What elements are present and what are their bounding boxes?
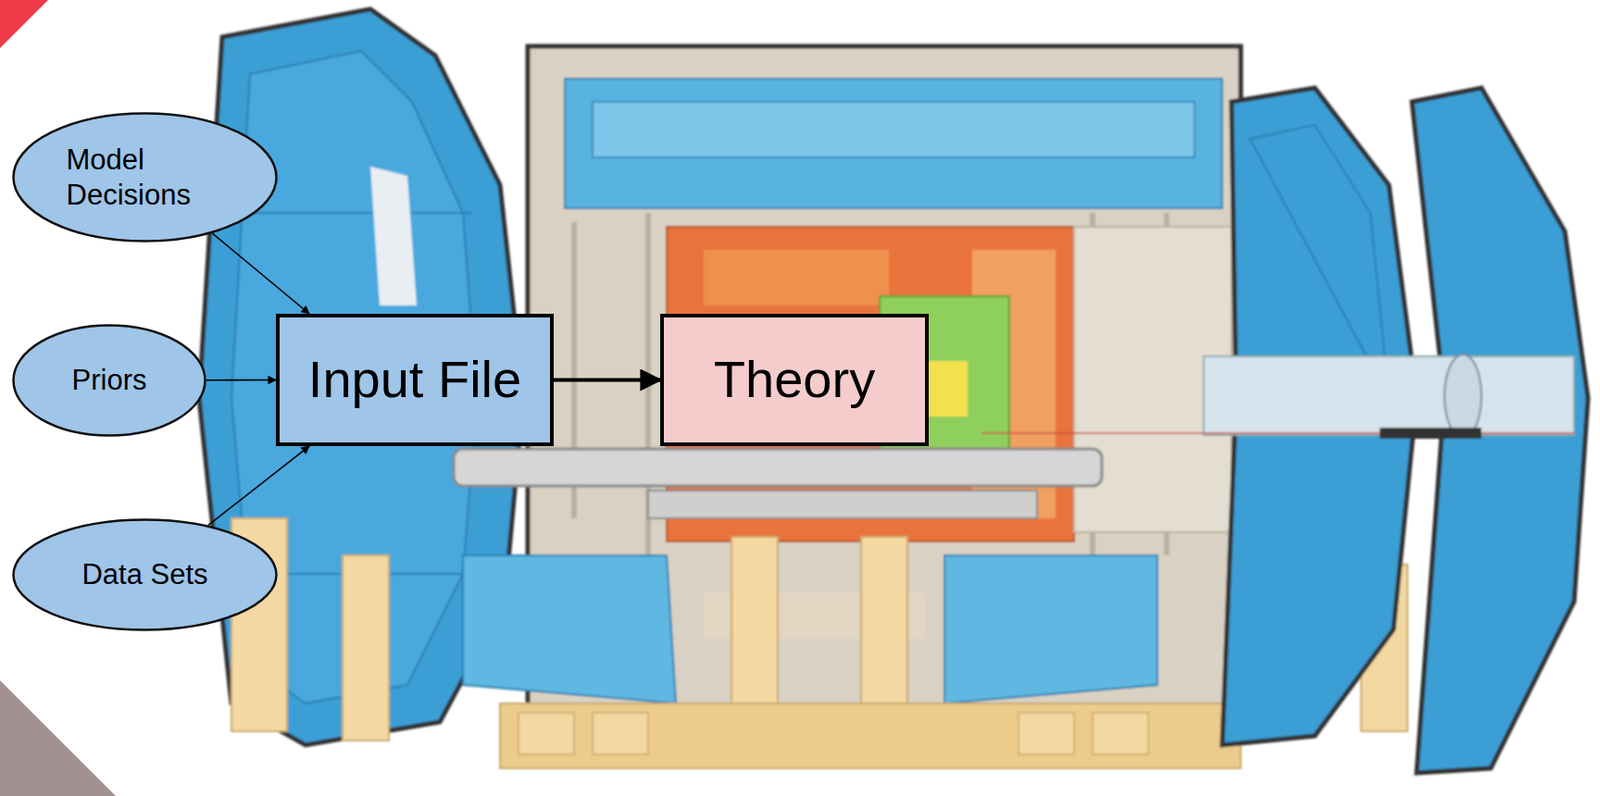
input-ellipse: Model Decisions <box>12 112 278 243</box>
arrow-connector <box>553 378 661 383</box>
input-ellipse: Data Sets <box>12 518 278 632</box>
ellipse-shape <box>13 520 277 631</box>
corner-accent <box>0 0 49 49</box>
node-label: Input File <box>308 348 522 412</box>
node-label: Priors <box>72 362 148 399</box>
input-ellipse: Priors <box>12 324 207 438</box>
node-label: Theory <box>713 348 875 412</box>
arrow-connector <box>212 233 310 314</box>
ellipse-shape <box>13 113 277 242</box>
arrow-connector <box>208 446 310 525</box>
process-box: Input File <box>275 313 554 447</box>
node-label: Data Sets <box>81 557 208 593</box>
ellipse-outline <box>12 112 278 243</box>
ellipse-shape <box>13 325 206 437</box>
corner-accent <box>0 680 116 796</box>
process-box: Theory <box>660 313 929 447</box>
detector-drawing <box>199 9 1588 774</box>
arrow-connector <box>206 379 276 382</box>
node-label: Model Decisions <box>66 142 225 213</box>
